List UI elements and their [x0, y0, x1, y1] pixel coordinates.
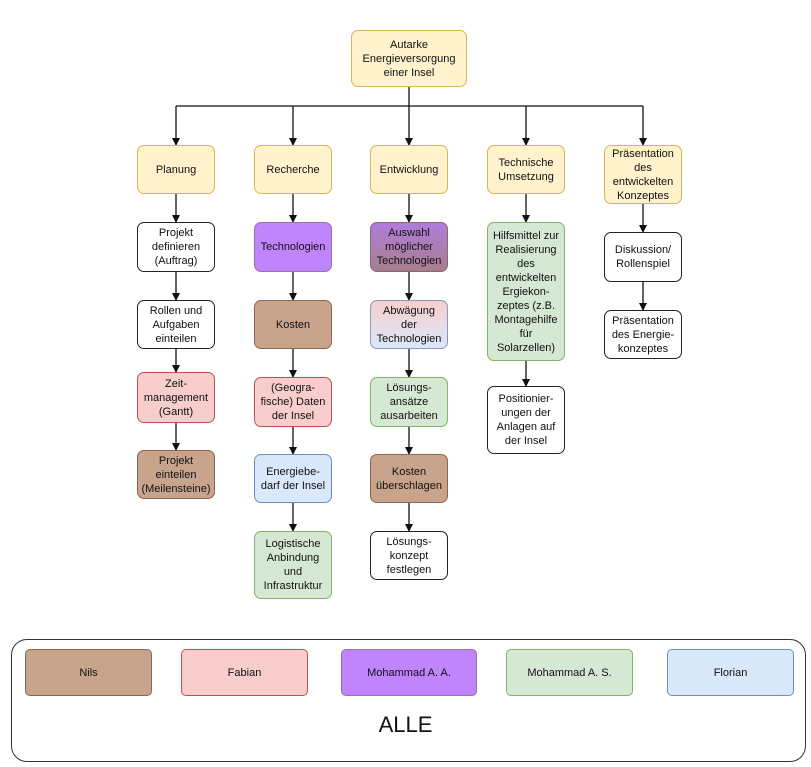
legend-member-fabian: Fabian: [181, 649, 308, 696]
column-head-entwicklung: Entwicklung: [370, 145, 448, 194]
column-head-recherche: Recherche: [254, 145, 332, 194]
column-head-planung: Planung: [137, 145, 215, 194]
node-loesungskonzept-festlegen: Lösungs- konzept festlegen: [370, 531, 448, 580]
root-node: Autarke Energieversorgung einer Insel: [351, 30, 467, 87]
legend-member-nils: Nils: [25, 649, 152, 696]
legend-member-florian: Florian: [667, 649, 794, 696]
node-rollen-aufgaben: Rollen und Aufgaben einteilen: [137, 300, 215, 349]
node-praesentation-energiekonzept: Präsentation des Energie- konzeptes: [604, 310, 682, 359]
node-zeitmanagement: Zeit- management (Gantt): [137, 372, 215, 423]
node-diskussion-rollenspiel: Diskussion/ Rollenspiel: [604, 232, 682, 282]
legend-member-mohammad-as: Mohammad A. S.: [506, 649, 633, 696]
node-loesungsansaetze: Lösungs- ansätze ausarbeiten: [370, 377, 448, 427]
column-head-technische-umsetzung: Technische Umsetzung: [487, 145, 565, 194]
node-energiebedarf: Energiebe- darf der Insel: [254, 454, 332, 503]
node-auswahl-technologien: Auswahl möglicher Technologien: [370, 222, 448, 272]
legend-title: ALLE: [378, 712, 433, 737]
node-projekt-einteilen: Projekt einteilen (Meilensteine): [137, 450, 215, 499]
node-kosten-ueberschlagen: Kosten überschlagen: [370, 454, 448, 503]
node-hilfsmittel-realisierung: Hilfsmittel zur Realisierung des entwick…: [487, 222, 565, 361]
node-technologien: Technologien: [254, 222, 332, 272]
node-geografische-daten: (Geogra- fische) Daten der Insel: [254, 377, 332, 427]
node-kosten: Kosten: [254, 300, 332, 349]
node-positionierungen: Positionier- ungen der Anlagen auf der I…: [487, 386, 565, 454]
connector-lines: [172, 87, 647, 532]
column-head-praesentation: Präsentation des entwickelten Konzeptes: [604, 145, 682, 204]
node-logistische-anbindung: Logistische Anbindung und Infrastruktur: [254, 531, 332, 599]
legend-member-mohammad-aa: Mohammad A. A.: [341, 649, 477, 696]
node-projekt-definieren: Projekt definieren (Auftrag): [137, 222, 215, 272]
node-abwaegung-technologien: Abwägung der Technologien: [370, 300, 448, 349]
